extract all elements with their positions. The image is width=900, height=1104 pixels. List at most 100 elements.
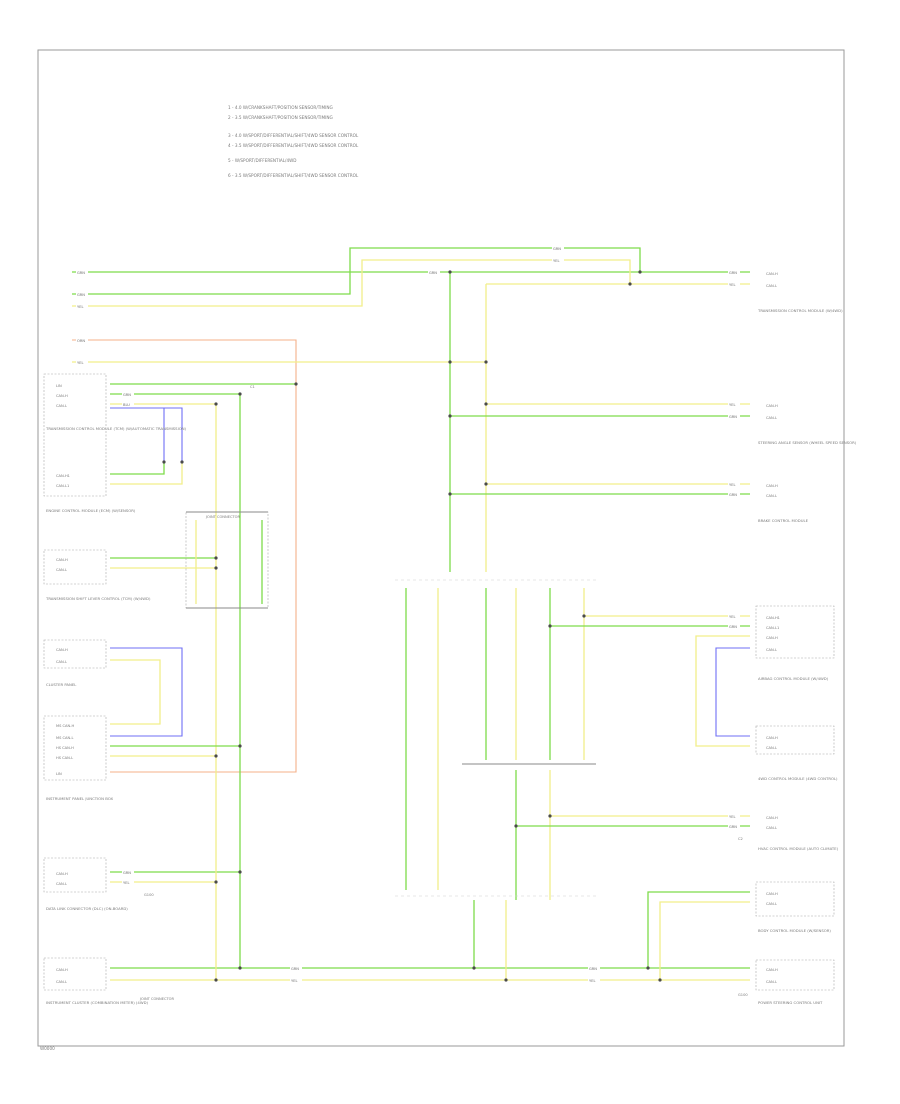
splice-dot [214,978,218,982]
component-label-bcm: BODY CONTROL MODULE (W/SENSOR) [758,928,831,933]
pin-label: CAN-L1 [56,484,69,488]
left-components: TRANSMISSION CONTROL MODULE (TCM) (W/AUT… [43,373,187,1005]
connector-label: C2 [738,837,743,841]
pin-label: CAN-H [766,968,778,972]
wire-label: YEL [553,259,559,263]
pin-labels-left: LIN CAN-H CAN-L CAN-H1 CAN-L1 CAN-H CAN-… [56,384,74,984]
wire-label: YEL [729,403,735,407]
pin-label: CAN-H1 [766,616,780,620]
splice-dot [214,754,218,758]
pin-label: HS CAN-H [56,746,74,750]
pin-label: CAN-H [56,394,68,398]
wire-label: YEL [589,979,595,983]
component-box-airbag [755,605,835,659]
footer-code: W0000 [40,1046,55,1051]
wire-label: GRN [729,625,737,629]
wire-right-yellow-loop [695,635,750,747]
splice-dot [214,556,218,560]
wire-label: ORN [77,339,85,343]
component-box-jb [43,715,107,781]
connector-label: JOINT CONNECTOR [139,997,174,1001]
splice-dot [238,870,242,874]
pin-label: CAN-H [56,872,68,876]
pin-label: CAN-H [766,636,778,640]
splice-dot [448,414,452,418]
pin-label: CAN-H [766,484,778,488]
wire-label: GRN [123,393,131,397]
splice-dot [214,402,218,406]
component-label-combo: INSTRUMENT CLUSTER (COMBINATION METER) (… [46,1000,149,1005]
splice-dot [472,966,476,970]
pin-label: CAN-H [766,272,778,276]
splice-dot [238,392,242,396]
pin-label: CAN-H [56,968,68,972]
splice-dot [548,624,552,628]
wire-label: GRN [729,825,737,829]
wire-label: GRN [729,415,737,419]
pin-label: CAN-L [766,902,777,906]
joint-connector-left [185,511,269,609]
component-box-bcm [755,881,835,917]
wire-label: GRN [729,271,737,275]
wire-label: GRN [77,293,85,297]
wire-top-green-2 [72,247,641,295]
component-label-4wd: 4WD CONTROL MODULE (4WD CONTROL) [758,776,838,781]
component-box-shift [43,549,107,585]
wire-ecm-yellow [110,462,183,485]
splice-dot [582,614,586,618]
splice-dot [180,460,184,464]
wire-label: GRN [729,493,737,497]
wire-label: YEL [123,881,129,885]
wire-label: YEL [291,979,297,983]
splice-dot [484,402,488,406]
pin-label: CAN-L [766,648,777,652]
wire-label: GRN [123,871,131,875]
pin-label: CAN-H [56,558,68,562]
wire-label: YEL [729,283,735,287]
component-label-brake: BRAKE CONTROL MODULE [758,518,809,523]
splice-dot [448,492,452,496]
wire-label: GRN [77,271,85,275]
component-box-cluster [43,639,107,669]
component-label-ps: POWER STEERING CONTROL UNIT [758,1000,823,1005]
wire-tcm-blue-1 [110,407,183,462]
connector-label: G100 [738,993,748,997]
wire-ecm-green [110,462,165,475]
wire-right-blue [715,647,750,737]
pin-label: LIN [56,384,62,388]
splice-dot [162,460,166,464]
splice-dot [638,270,642,274]
splice-dot [214,880,218,884]
wire-color-labels: GRN GRN YEL ORN YEL GRN YEL GRN GRN YEL … [76,245,740,983]
splice-dot [238,744,242,748]
splice-dot [448,270,452,274]
splice-dot [484,360,488,364]
splice-dot [628,282,632,286]
pin-label: CAN-L [766,826,777,830]
pin-label: CAN-H [766,892,778,896]
pin-label: CAN-H1 [56,474,70,478]
splice-dot [504,978,508,982]
component-label-jb: INSTRUMENT PANEL JUNCTION BOX [46,796,114,801]
wire-label: GRN [429,271,437,275]
legend-note-4: 4 - 3.5 W/SPORT/DIFFERENTIAL/SHIFT/4WD S… [228,143,359,148]
pin-label: CAN-L1 [766,626,779,630]
wire-orange-long [72,339,297,773]
pin-label: CAN-L [766,284,777,288]
pin-label: CAN-H [766,816,778,820]
splice-dot [214,566,218,570]
component-box-combo [43,957,107,991]
wire-label: GRN [291,967,299,971]
component-label-hvac: HVAC CONTROL MODULE (AUTO CLIMATE) [758,846,839,851]
right-components: TRANSMISSION CONTROL MODULE (W/4WD) STEE… [755,308,857,1005]
pin-labels-right: CAN-H CAN-L CAN-H CAN-L CAN-H CAN-L CAN-… [766,272,780,984]
connector-label: JOINT CONNECTOR [205,515,240,519]
wire-label: YEL [77,305,83,309]
diagram-frame [37,49,845,1047]
wire-tcm-yellow [110,403,217,772]
splice-dot [238,966,242,970]
wire-label: YEL [729,615,735,619]
wire-label: YEL [729,815,735,819]
legend-note-3: 3 - 4.0 W/SPORT/DIFFERENTIAL/SHIFT/4WD S… [228,133,359,138]
pin-label: MS CAN-L [56,736,73,740]
